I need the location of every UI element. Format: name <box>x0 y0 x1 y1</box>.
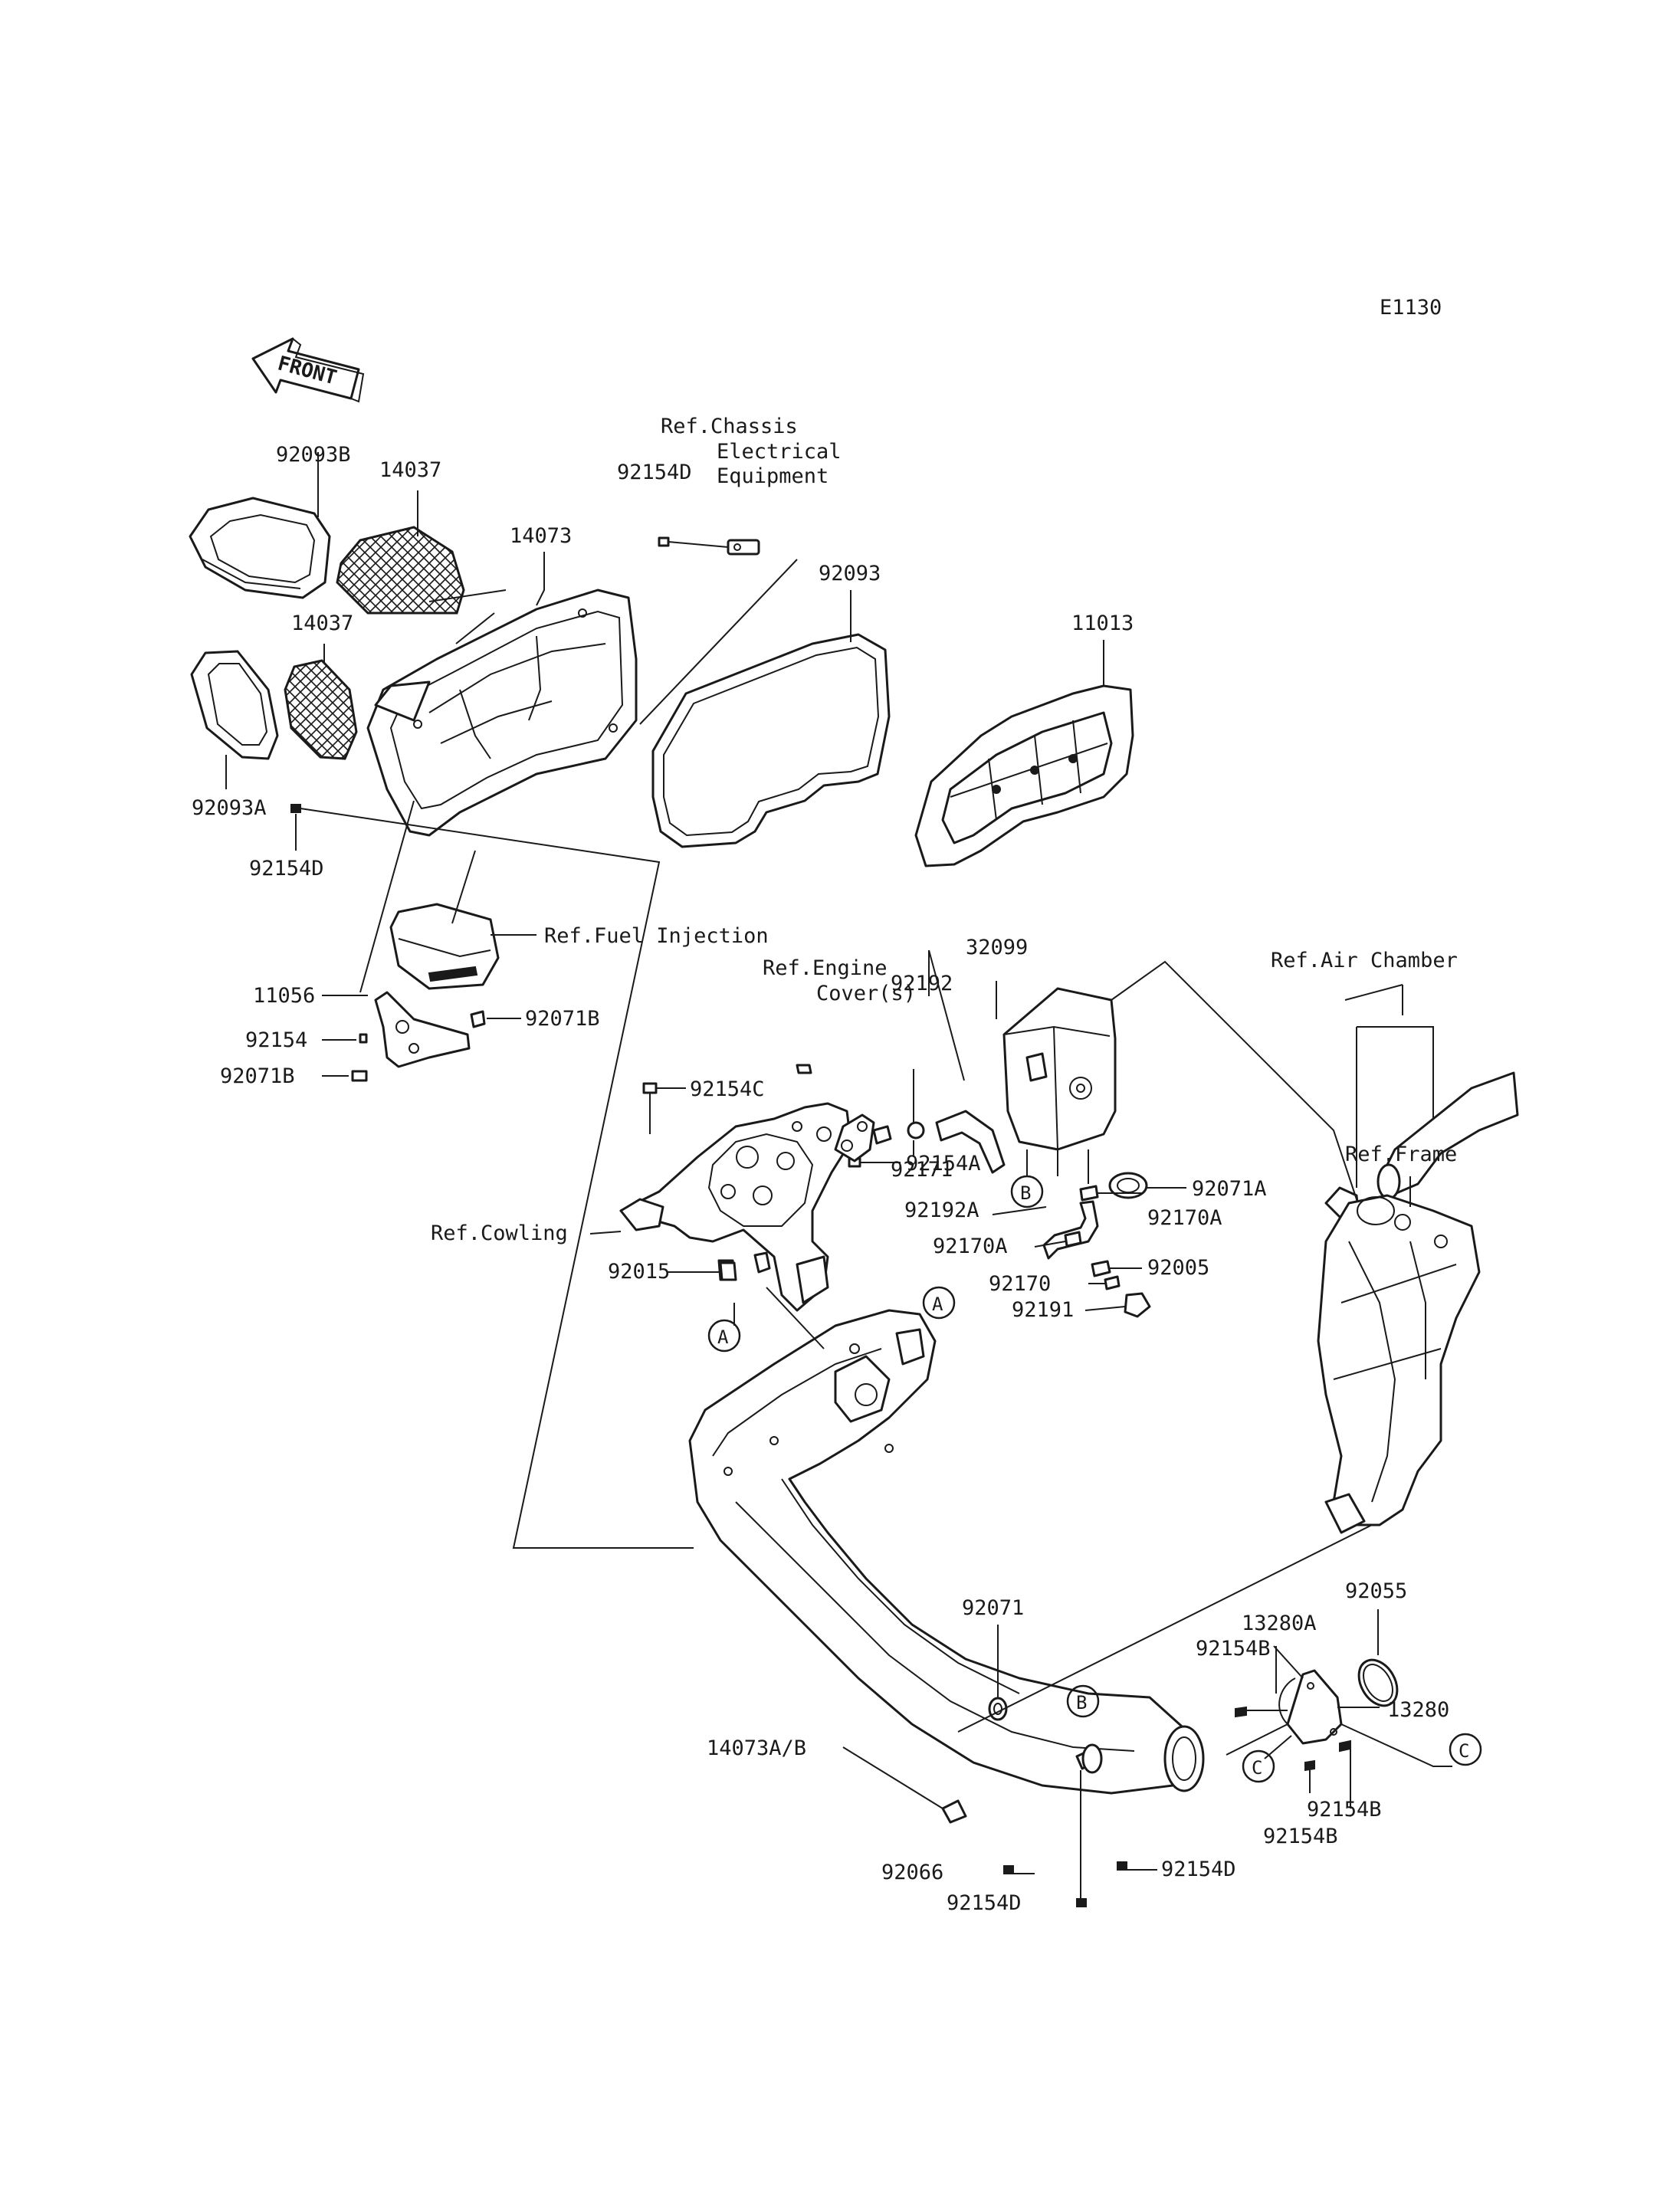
valve-box-32099 <box>1002 987 1117 1151</box>
label-92154c: 92154C <box>690 1077 765 1101</box>
bolt-92154b-bottom <box>1304 1759 1315 1772</box>
callout-a-1: A <box>707 1319 741 1353</box>
svg-text:B: B <box>1076 1692 1087 1713</box>
gasket-92093 <box>651 633 891 848</box>
cowling-bracket <box>619 1064 861 1312</box>
label-92055: 92055 <box>1345 1579 1407 1603</box>
frame-ref <box>1317 1194 1481 1534</box>
bolt-92154d-bottom <box>1076 1898 1087 1907</box>
svg-text:A: A <box>932 1294 943 1315</box>
label-13280a: 13280A <box>1242 1612 1317 1635</box>
label-92093b: 92093B <box>276 443 351 467</box>
svg-text:A: A <box>717 1326 729 1348</box>
label-92071b-right: 92071B <box>525 1007 600 1031</box>
label-92154a: 92154A <box>906 1152 981 1176</box>
diagram-code: E1130 <box>1380 296 1442 320</box>
label-92071b-left: 92071B <box>220 1064 295 1088</box>
mesh-screen-14037-mid <box>284 659 358 760</box>
label-11013: 11013 <box>1071 612 1134 635</box>
valve-engine-cover <box>834 1113 892 1162</box>
bolt-92066 <box>1003 1865 1014 1874</box>
label-92170: 92170 <box>989 1272 1051 1296</box>
label-92154: 92154 <box>245 1028 307 1052</box>
clip-92170a-top <box>1079 1185 1099 1202</box>
label-13280: 13280 <box>1387 1698 1449 1722</box>
label-92071a: 92071A <box>1192 1177 1267 1201</box>
bolt-92154b-top <box>1235 1706 1247 1718</box>
label-92093a: 92093A <box>192 796 267 820</box>
label-92170a-top: 92170A <box>1147 1206 1222 1230</box>
duct-11056 <box>389 903 500 990</box>
label-92005: 92005 <box>1147 1256 1209 1280</box>
label-92154b-top: 92154B <box>1196 1637 1271 1661</box>
air-box-14073 <box>366 589 638 837</box>
label-92071: 92071 <box>962 1596 1024 1620</box>
ref-engine-line1: Ref.Engine <box>763 956 888 980</box>
ref-engine-line2: Cover(s) <box>816 982 916 1005</box>
ref-cowling: Ref.Cowling <box>431 1221 568 1245</box>
electrical-bracket <box>658 536 760 556</box>
ref-air-chamber: Ref.Air Chamber <box>1271 949 1458 972</box>
label-92191: 92191 <box>1012 1298 1074 1322</box>
label-14073ab: 14073A/B <box>707 1736 806 1760</box>
clip-92170a-mid <box>1064 1231 1082 1248</box>
mesh-screen-14037-top <box>336 526 465 615</box>
air-chamber-tube <box>1324 1071 1519 1220</box>
callout-b-1: B <box>1010 1175 1044 1208</box>
cap-92191 <box>1124 1292 1151 1318</box>
label-92192: 92192 <box>891 972 953 995</box>
label-92154d-bottom-right: 92154D <box>1161 1858 1236 1881</box>
ref-chassis-line1: Ref.Chassis <box>661 415 798 438</box>
bracket-11056 <box>351 991 486 1082</box>
label-92154d-top: 92154D <box>617 461 692 484</box>
callout-c-1: C <box>1242 1749 1275 1783</box>
label-92093: 92093 <box>819 562 881 585</box>
label-92154b-right: 92154B <box>1307 1798 1382 1822</box>
bolt-92154d-bottom-right <box>1117 1861 1127 1871</box>
front-arrow-icon: FRONT <box>251 337 365 403</box>
label-92170a-mid: 92170A <box>933 1235 1008 1258</box>
ref-chassis-line3: Equipment <box>717 464 829 488</box>
label-92154d-left: 92154D <box>249 857 324 880</box>
label-92171: 92171 <box>891 1158 953 1182</box>
svg-text:B: B <box>1020 1182 1031 1204</box>
air-duct-14073ab <box>688 1309 1205 1824</box>
leader-lines <box>225 452 1452 1899</box>
ref-chassis-line2: Electrical <box>717 440 842 464</box>
label-92015: 92015 <box>608 1260 670 1284</box>
o-ring-92055 <box>1357 1658 1399 1707</box>
label-92066: 92066 <box>881 1861 943 1884</box>
label-14037-mid: 14037 <box>291 612 353 635</box>
label-32099: 32099 <box>966 936 1028 959</box>
svg-text:C: C <box>1459 1740 1469 1762</box>
plate-13280 <box>1278 1669 1343 1745</box>
cover-92093a <box>190 650 279 760</box>
svg-text:C: C <box>1252 1757 1262 1779</box>
ref-fuel-injection: Ref.Fuel Injection <box>544 924 769 948</box>
fitting-92005 <box>1091 1260 1111 1277</box>
callout-a-2: A <box>922 1286 956 1320</box>
clip-92170 <box>1104 1275 1121 1290</box>
label-92154b-bottom: 92154B <box>1263 1825 1338 1848</box>
grommet-92015 <box>719 1261 737 1281</box>
label-92192a: 92192A <box>904 1199 979 1222</box>
ref-frame: Ref.Frame <box>1345 1143 1457 1166</box>
callout-b-2: B <box>1066 1684 1100 1718</box>
grommet-92071a <box>1108 1172 1148 1199</box>
callout-c-2: C <box>1449 1733 1482 1766</box>
bolt-92154d-left <box>290 804 301 813</box>
label-11056: 11056 <box>253 984 315 1008</box>
label-14037-top: 14037 <box>379 458 441 482</box>
cover-92093b <box>189 497 331 599</box>
label-92154d-bottom: 92154D <box>947 1891 1022 1915</box>
clamp-92171 <box>907 1121 925 1139</box>
hose-92192a <box>1042 1200 1099 1260</box>
air-filter-11013 <box>914 684 1134 867</box>
hose-92192 <box>935 1110 1006 1174</box>
label-14073: 14073 <box>510 524 572 548</box>
bolt-92154b-right <box>1339 1740 1351 1753</box>
